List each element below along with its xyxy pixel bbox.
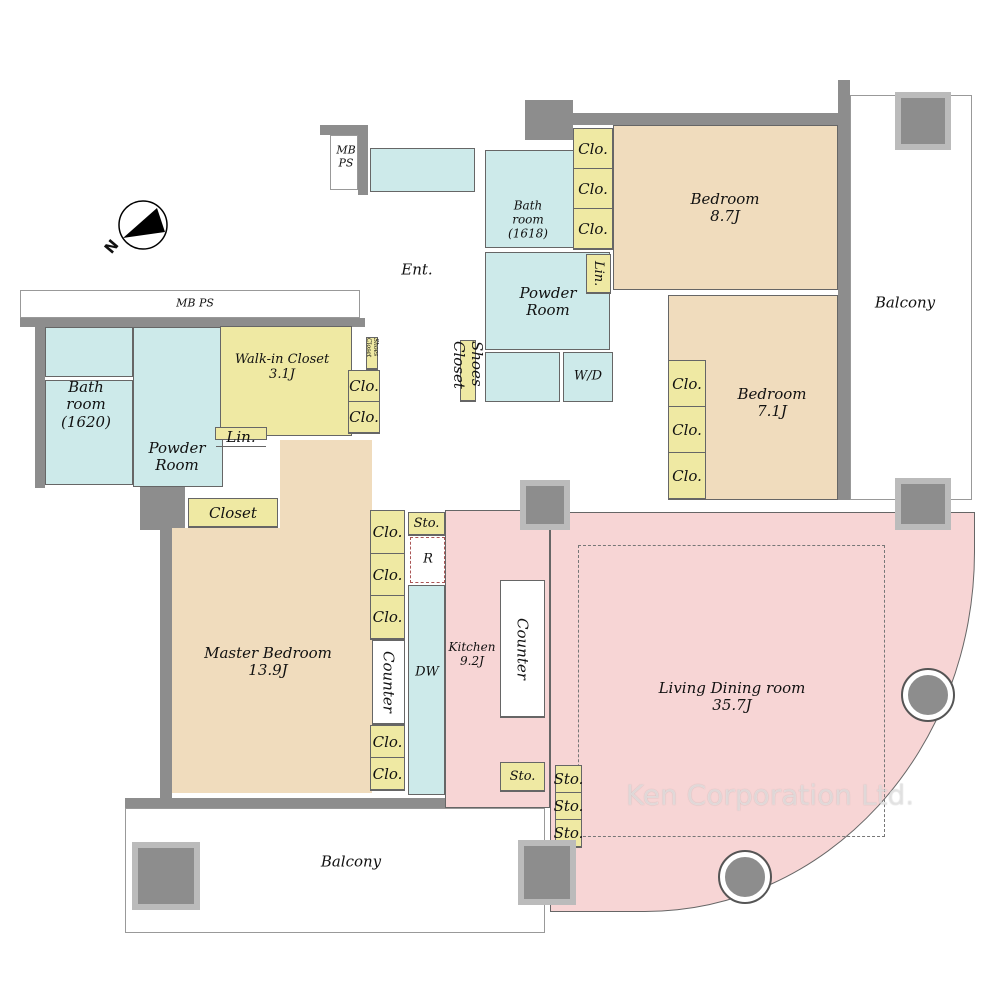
balcony-right-label: Balcony (874, 293, 936, 312)
refrigerator-space (410, 537, 445, 583)
closet: Clo. (371, 511, 404, 554)
kitchen-storage: Sto. (408, 512, 445, 536)
bedroom-8-7j (613, 125, 838, 290)
entrance-label: Ent. (401, 260, 433, 279)
balcony-bottom-label: Balcony (320, 852, 382, 871)
dining-area-outline (578, 545, 885, 837)
kitchen-counter: Counter (500, 580, 545, 718)
pillar (518, 840, 576, 905)
storage-label: Sto. (554, 793, 583, 820)
closet: Clo. (669, 407, 705, 453)
pillar (520, 480, 570, 530)
watermark: Ken Corporation Ltd. (625, 778, 915, 812)
storage-label: Sto. (409, 513, 444, 535)
wall (320, 125, 368, 135)
kitchen-counter-sink (408, 585, 445, 795)
balcony-right (850, 95, 972, 500)
closet: Clo. (574, 169, 612, 209)
shoes-closet-label: Shoes Closet (450, 341, 486, 401)
closet: Clo. (574, 209, 612, 249)
master-bedroom-ext (280, 440, 372, 535)
shoes-closet-label: Shoes Closet (365, 338, 379, 369)
toilet-room (485, 352, 560, 402)
closet: Clo. (669, 361, 705, 407)
toilet-room-left (45, 327, 133, 377)
counter-label: Counter (501, 581, 544, 717)
pillar (895, 478, 951, 530)
closet-column-entrance: Clo. Clo. (348, 370, 380, 434)
linen-label: Lin. (587, 255, 610, 293)
bathroom-1620 (45, 380, 133, 485)
pillar (132, 842, 200, 910)
closet: Clo. (349, 402, 379, 433)
storage-label: Sto. (554, 766, 583, 793)
wall (838, 80, 850, 500)
master-closet: Closet (188, 498, 278, 528)
storage-label: Sto. (501, 763, 544, 791)
mb-ps-shaft (20, 290, 360, 318)
wall (358, 125, 368, 195)
shoes-closet-1: Shoes Closet (450, 340, 486, 402)
linen-label: Lin. (216, 428, 266, 447)
shoes-closet-2: Shoes Closet (365, 337, 379, 370)
bathroom-1618 (485, 150, 580, 248)
walk-in-closet (220, 326, 352, 436)
closet: Clo. (669, 453, 705, 499)
powder-room-2 (133, 327, 223, 487)
refrigerator-label: R (423, 551, 433, 567)
toilet-room-top (370, 148, 475, 192)
wall (20, 318, 365, 327)
pillar (895, 92, 951, 150)
wall (35, 318, 45, 488)
linen-closet-1: Lin. (586, 254, 611, 294)
washer-dryer-label: W/D (573, 368, 603, 384)
master-bedroom (172, 528, 372, 793)
closet: Clo. (371, 758, 404, 790)
closet: Clo. (371, 554, 404, 597)
storage-living: Sto. (500, 762, 545, 792)
wall (573, 113, 848, 125)
closet: Clo. (349, 371, 379, 402)
linen-closet-2: Lin. (215, 427, 267, 447)
storage-column-living: Sto. Sto. Sto. (554, 765, 583, 848)
wall (125, 798, 445, 808)
counter-label: Counter (373, 641, 404, 724)
closet-column-master: Clo. Clo. Clo. (370, 510, 405, 640)
closet-column-master-2: Clo. Clo. (370, 725, 405, 791)
mb-ps-long-label: MB PS (176, 296, 214, 310)
closet-column-bedroom2: Clo. Clo. Clo. (668, 360, 706, 500)
compass-icon (118, 200, 168, 250)
closet: Clo. (574, 129, 612, 169)
closet-label: Closet (189, 499, 277, 527)
closet: Clo. (371, 726, 404, 758)
round-column (718, 850, 772, 904)
closet: Clo. (371, 596, 404, 640)
wall (525, 100, 573, 140)
wall (160, 485, 172, 805)
washer-dryer-space (563, 352, 613, 402)
mb-ps-top (330, 135, 358, 190)
round-column (901, 668, 955, 722)
closet-column-bedroom1: Clo. Clo. Clo. (573, 128, 613, 250)
dishwasher-label: DW (415, 664, 439, 680)
master-counter: Counter (372, 640, 405, 725)
